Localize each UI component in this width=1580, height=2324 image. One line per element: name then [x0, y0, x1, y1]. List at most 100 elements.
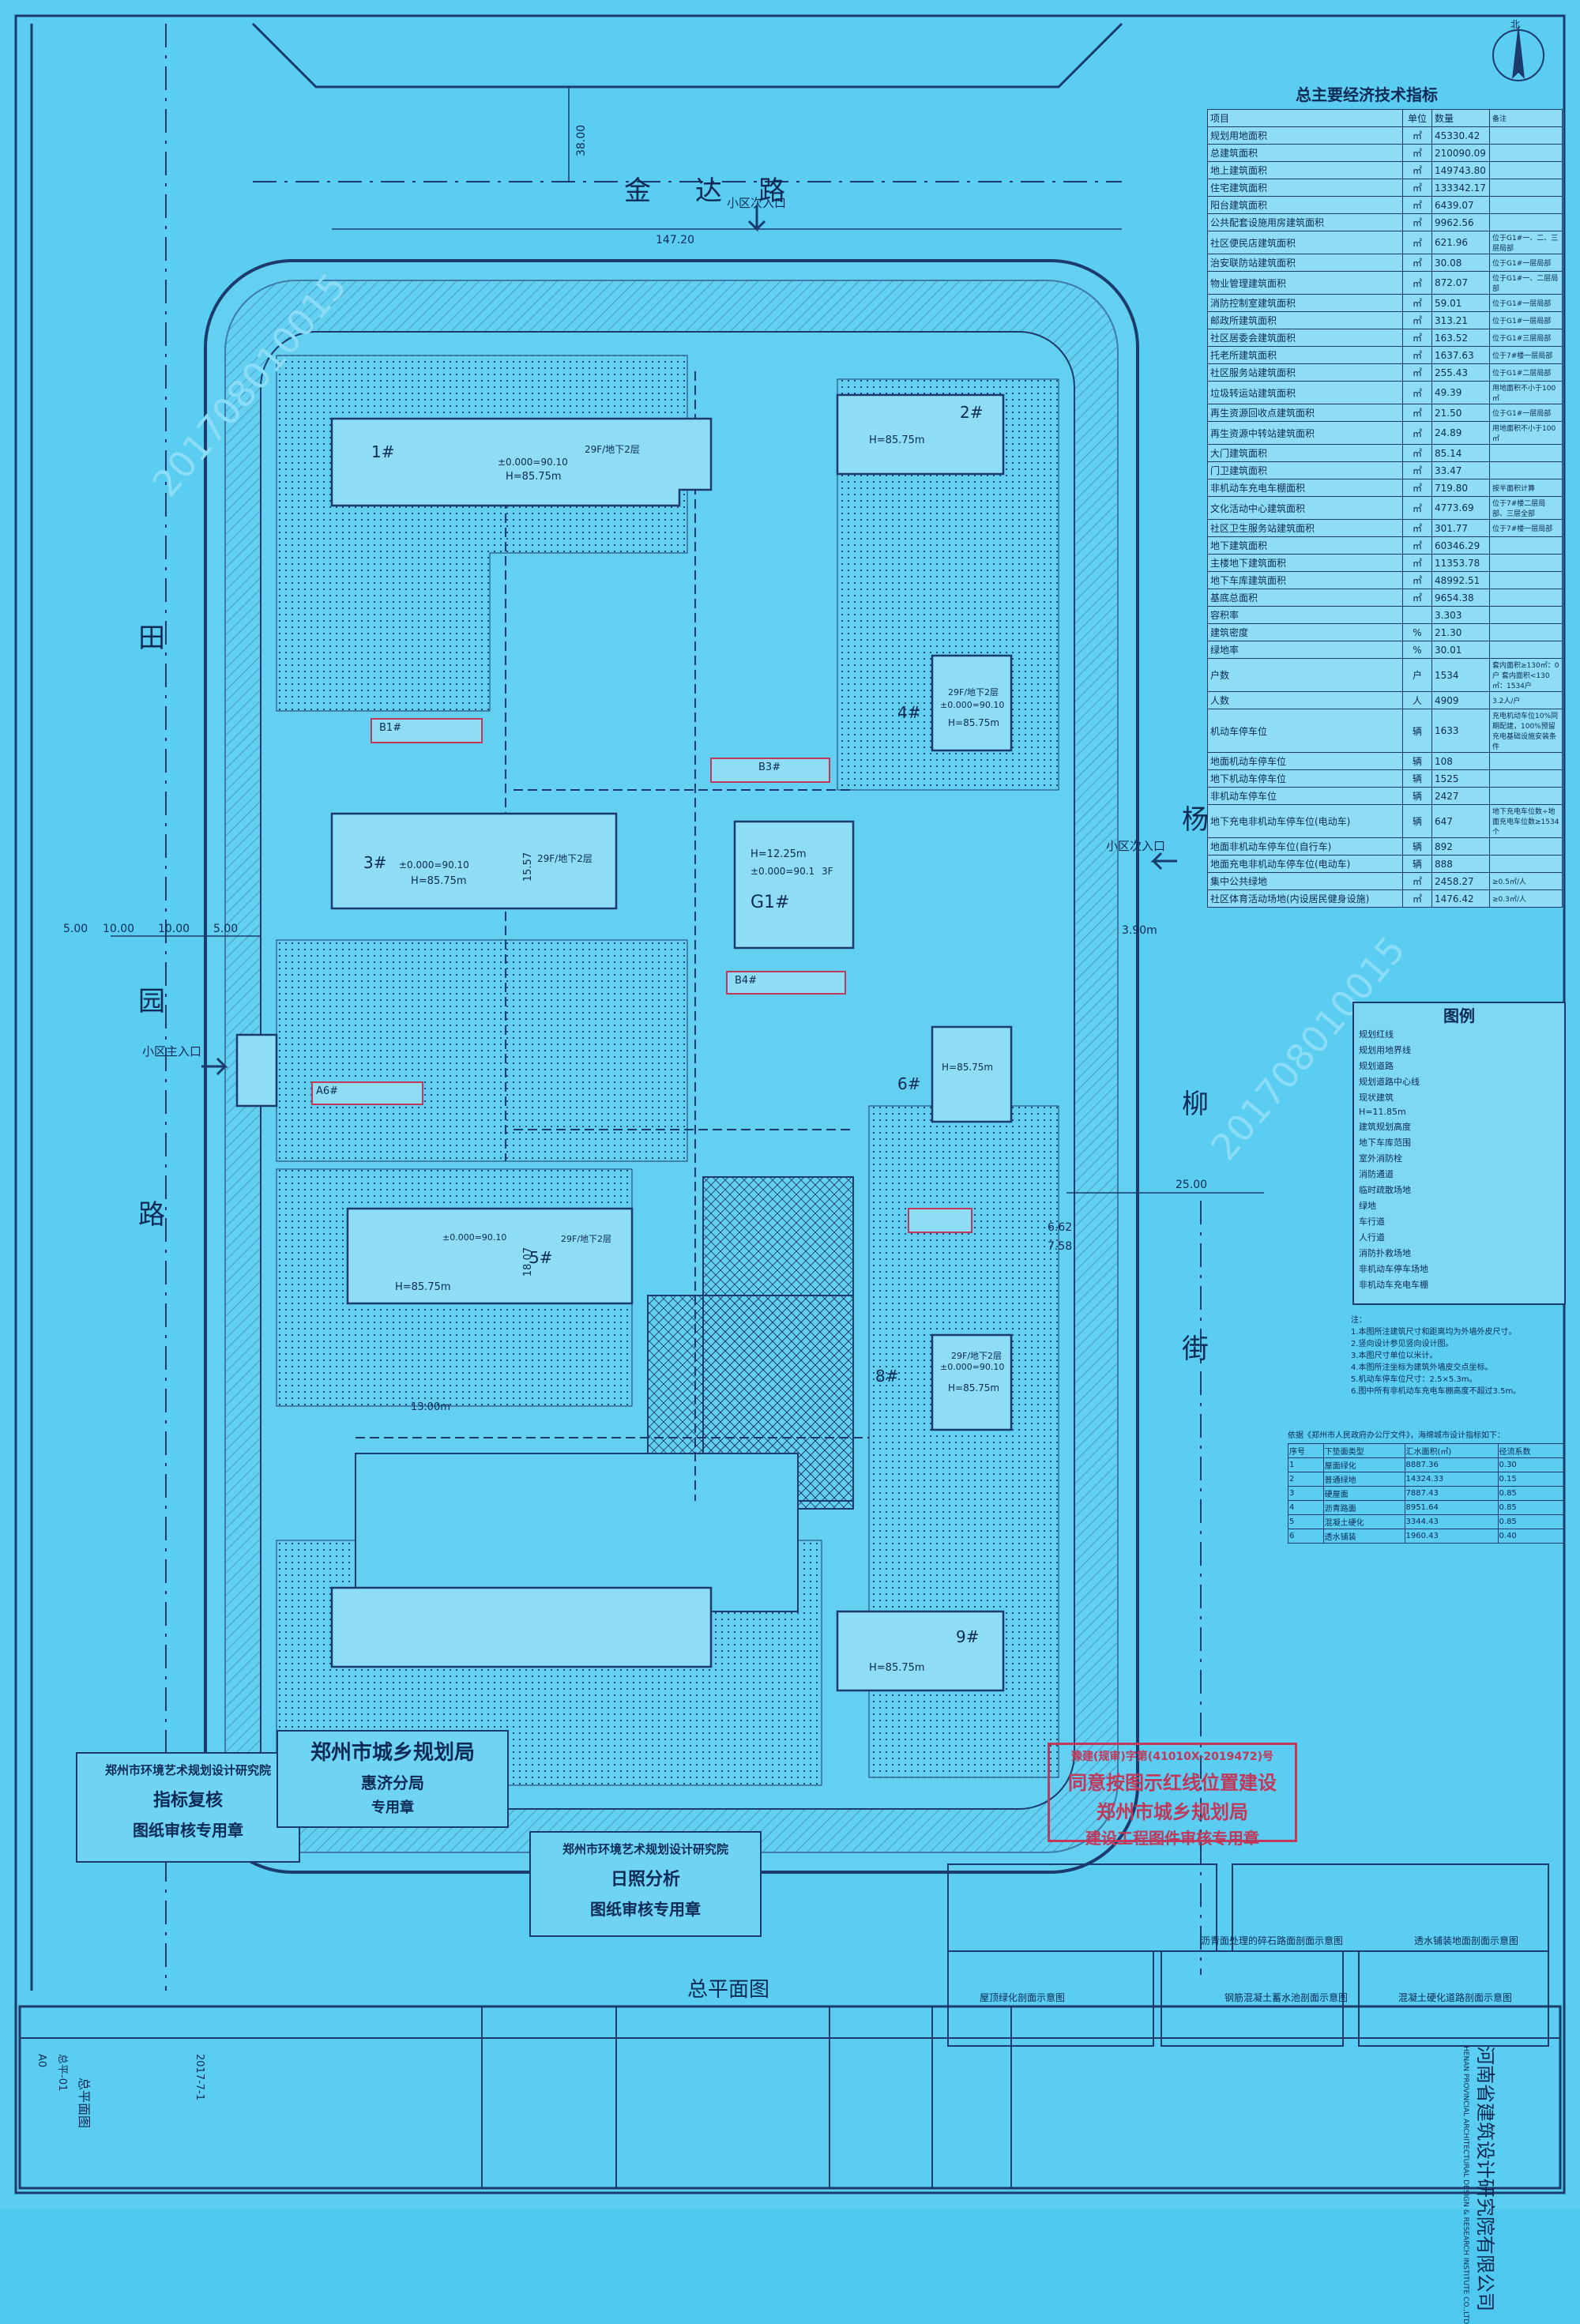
cell-value: 30.08 — [1431, 254, 1490, 272]
cell-note: 按半面积计算 — [1489, 479, 1563, 497]
cell-value: 210090.09 — [1431, 144, 1490, 162]
ratio-cell: 6 — [1288, 1529, 1324, 1544]
cell-unit: ㎡ — [1402, 126, 1432, 145]
ratio-cell: 4 — [1288, 1500, 1324, 1515]
cell-value: 647 — [1431, 804, 1490, 838]
north-label: 北 — [1510, 19, 1521, 30]
cell-value: 2458.27 — [1431, 872, 1490, 890]
company-name-en: HENAN PROVINCIAL ARCHITECTURAL DESIGN & … — [1462, 2046, 1469, 2324]
note-line: 6.图中所有非机动车充电车棚高度不超过3.5m。 — [1351, 1387, 1522, 1396]
cell-unit: ㎡ — [1402, 479, 1432, 497]
cell-item: 阳台建筑面积 — [1207, 196, 1403, 214]
building-elev: ±0.000=90.10 — [940, 700, 1005, 710]
stamp-text: 郑州市城乡规划局 — [310, 1741, 475, 1765]
cell-note: 用地面积不小于100㎡ — [1489, 421, 1563, 445]
cell-item: 非机动车充电车棚面积 — [1207, 479, 1403, 497]
cell-unit: ㎡ — [1402, 554, 1432, 572]
building-id: 9# — [956, 1627, 980, 1646]
dimension: 5.00 — [63, 923, 88, 935]
cell-value: 888 — [1431, 855, 1490, 873]
cell-note: 位于G1#一、二层局部 — [1489, 271, 1563, 295]
stamp-text: 郑州市环境艺术规划设计研究院 — [562, 1842, 728, 1856]
legend-item: 室外消防栓 — [1359, 1153, 1402, 1164]
cell-note: 位于7#楼二层局部、三层全部 — [1489, 496, 1563, 520]
cell-value: 21.50 — [1431, 404, 1490, 422]
note-line: 3.本图尺寸单位以米计。 — [1351, 1352, 1438, 1360]
cell-value: 149743.80 — [1431, 161, 1490, 179]
cell-unit: ㎡ — [1402, 496, 1432, 520]
cell-note — [1489, 589, 1563, 607]
cell-item: 文化活动中心建筑面积 — [1207, 496, 1403, 520]
building-elev: ±0.000=90.10 — [498, 457, 568, 468]
stamp-text: 图纸审核专用章 — [590, 1900, 701, 1919]
cell-item: 人数 — [1207, 691, 1403, 709]
cell-value: 1633 — [1431, 709, 1490, 753]
cell-note — [1489, 606, 1563, 624]
cell-unit: 人 — [1402, 691, 1432, 709]
cell-unit: ㎡ — [1402, 329, 1432, 347]
cell-note: 3.2人/户 — [1489, 691, 1563, 709]
building-id: 3# — [363, 853, 387, 872]
legend-item: 地下车库范围 — [1359, 1138, 1411, 1148]
building-height: H=85.75m — [869, 434, 925, 446]
cell-unit — [1402, 606, 1432, 624]
ratio-cell: 1960.43 — [1404, 1529, 1499, 1544]
company-name: 河南省建筑设计研究院有限公司 — [1474, 2046, 1496, 2311]
cell-item: 机动车停车位 — [1207, 709, 1403, 753]
ratio-cell: 2 — [1288, 1472, 1324, 1487]
cell-item: 住宅建筑面积 — [1207, 179, 1403, 197]
ratio-cell: 3 — [1288, 1486, 1324, 1501]
col-header: 数量 — [1431, 109, 1490, 127]
cell-unit: ㎡ — [1402, 872, 1432, 890]
cell-value: 313.21 — [1431, 311, 1490, 329]
road-char: 柳 — [1182, 1089, 1209, 1120]
cell-unit: ㎡ — [1402, 571, 1432, 589]
legend: 图例 规划红线 规划用地界线 规划道路 规划道路中心线 现状建筑 H=11.85… — [1352, 1002, 1566, 1305]
small-block: A6# — [316, 1085, 339, 1097]
cell-item: 基底总面积 — [1207, 589, 1403, 607]
ratio-cell: 1 — [1288, 1457, 1324, 1472]
building-floors: 29F/地下2层 — [561, 1234, 612, 1244]
note-line: 2.竖向设计参见竖向设计图。 — [1351, 1340, 1454, 1348]
cell-unit: ㎡ — [1402, 144, 1432, 162]
legend-item: 规划道路 — [1359, 1061, 1394, 1071]
stamp-institute-2: 郑州市环境艺术规划设计研究院 日照分析 图纸审核专用章 — [529, 1831, 762, 1937]
cell-unit: ㎡ — [1402, 589, 1432, 607]
dimension: 6.62 — [1048, 1221, 1073, 1234]
cell-unit: ㎡ — [1402, 519, 1432, 537]
cell-note — [1489, 752, 1563, 770]
col-header: 备注 — [1489, 109, 1563, 127]
note-line: 4.本图所注坐标为建筑外墙皮交点坐标。 — [1351, 1363, 1493, 1372]
cell-item: 邮政所建筑面积 — [1207, 311, 1403, 329]
cell-value: 60346.29 — [1431, 536, 1490, 555]
cell-value: 6439.07 — [1431, 196, 1490, 214]
ratio-cell: 14324.33 — [1404, 1472, 1499, 1487]
dimension: 5.00 — [213, 923, 239, 935]
road-char: 田 — [138, 622, 165, 654]
building-floors: 29F/地下2层 — [951, 1351, 1003, 1361]
ratio-cell: 混凝土硬化 — [1322, 1514, 1405, 1529]
legend-item: 规划用地界线 — [1359, 1045, 1411, 1055]
cell-value: 45330.42 — [1431, 126, 1490, 145]
note-line: 1.本图所注建筑尺寸和距离均为外墙外皮尺寸。 — [1351, 1328, 1517, 1337]
legend-item: 绿地 — [1359, 1201, 1376, 1211]
cell-value: 872.07 — [1431, 271, 1490, 295]
legend-item: 非机动车停车场地 — [1359, 1264, 1428, 1274]
entrance-north-label: 小区次入口 — [727, 196, 787, 210]
building-id: 8# — [875, 1367, 899, 1386]
dimension: 3.90m — [1122, 924, 1157, 937]
cell-note — [1489, 571, 1563, 589]
cell-item: 社区体育活动场地(内设居民健身设施) — [1207, 889, 1403, 908]
cell-note — [1489, 179, 1563, 197]
